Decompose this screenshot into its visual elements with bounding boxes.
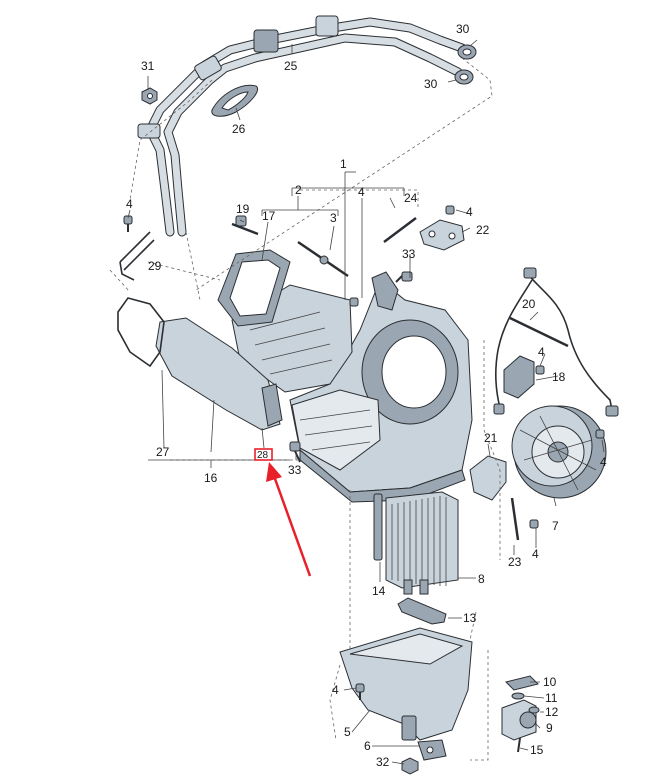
callout-labels: 1 2 3 4 4 4 4 4 4 4 5 6 7 8 9 10 11 12 1… bbox=[126, 22, 607, 769]
o-ring-12 bbox=[528, 706, 540, 714]
heater-core-8 bbox=[385, 491, 459, 595]
leader-lines bbox=[109, 39, 605, 765]
ac-housing-1 bbox=[289, 271, 473, 503]
callout-28: 28 bbox=[257, 450, 269, 461]
callout-33a: 33 bbox=[288, 463, 302, 477]
screw-33-left bbox=[289, 441, 301, 463]
callout-4b: 4 bbox=[358, 185, 365, 199]
refrigerant-pipe-25 bbox=[137, 15, 467, 237]
callout-4f: 4 bbox=[532, 547, 539, 561]
screw-23 bbox=[510, 497, 520, 541]
evaporator-cover-16 bbox=[155, 317, 283, 431]
callout-13: 13 bbox=[463, 611, 477, 625]
callout-15: 15 bbox=[530, 743, 544, 757]
screw-33-right bbox=[395, 271, 413, 283]
callout-5: 5 bbox=[344, 725, 351, 739]
drain-pan-5 bbox=[339, 627, 473, 741]
callout-30a: 30 bbox=[456, 22, 470, 36]
blower-motor-7 bbox=[511, 405, 607, 499]
seal-13 bbox=[397, 597, 447, 625]
callout-3: 3 bbox=[330, 211, 337, 225]
bracket-6 bbox=[417, 739, 447, 761]
o-ring-30-lower bbox=[454, 69, 474, 85]
callout-33b: 33 bbox=[402, 247, 416, 261]
callout-1: 1 bbox=[340, 157, 347, 171]
seal-26 bbox=[211, 84, 258, 117]
callout-29: 29 bbox=[148, 259, 162, 273]
bolt-24 bbox=[383, 217, 417, 243]
callout-32: 32 bbox=[376, 755, 390, 769]
callout-31: 31 bbox=[141, 59, 155, 73]
expansion-valve-9 bbox=[501, 699, 537, 753]
gasket-10 bbox=[505, 675, 539, 691]
callout-19: 19 bbox=[236, 202, 250, 216]
callout-2: 2 bbox=[295, 183, 302, 197]
callout-4e: 4 bbox=[600, 455, 607, 469]
bracket-27 bbox=[117, 297, 165, 368]
callout-4a: 4 bbox=[126, 197, 133, 211]
callout-23: 23 bbox=[508, 555, 522, 569]
seal-strip-14 bbox=[373, 493, 383, 561]
callout-4g: 4 bbox=[332, 683, 339, 697]
sensor-wire-20 bbox=[493, 267, 619, 417]
callout-22: 22 bbox=[476, 223, 490, 237]
callout-6: 6 bbox=[364, 739, 371, 753]
rod-3 bbox=[297, 240, 349, 278]
callout-4d: 4 bbox=[538, 345, 545, 359]
callout-9: 9 bbox=[546, 721, 553, 735]
callout-17: 17 bbox=[262, 209, 276, 223]
callout-7: 7 bbox=[552, 519, 559, 533]
callout-25: 25 bbox=[284, 59, 298, 73]
resistor-18 bbox=[503, 355, 535, 399]
callout-30b: 30 bbox=[424, 77, 438, 91]
o-ring-11 bbox=[511, 692, 525, 700]
red-arrow-pointer bbox=[266, 462, 312, 577]
mount-22 bbox=[419, 219, 465, 251]
callout-11: 11 bbox=[545, 691, 558, 705]
o-ring-30-upper bbox=[457, 44, 477, 60]
callout-12: 12 bbox=[545, 705, 559, 719]
callout-10: 10 bbox=[543, 675, 557, 689]
screw-19 bbox=[231, 215, 259, 236]
callout-14: 14 bbox=[372, 584, 386, 598]
callout-27: 27 bbox=[156, 445, 170, 459]
nut-32 bbox=[401, 757, 419, 775]
callout-16: 16 bbox=[204, 471, 218, 485]
callout-4c: 4 bbox=[466, 205, 473, 219]
highlight-box-28 bbox=[254, 448, 273, 461]
bracket-21 bbox=[469, 455, 507, 501]
callout-26: 26 bbox=[232, 122, 246, 136]
callout-20: 20 bbox=[522, 297, 536, 311]
bracket-29 bbox=[119, 231, 155, 281]
screw-4-group bbox=[123, 205, 605, 700]
callout-18: 18 bbox=[552, 370, 566, 384]
callout-24: 24 bbox=[404, 191, 418, 205]
callout-8: 8 bbox=[478, 572, 485, 586]
callout-21: 21 bbox=[484, 431, 498, 445]
nut-31 bbox=[141, 87, 158, 105]
seal-frame-17 bbox=[217, 249, 291, 327]
